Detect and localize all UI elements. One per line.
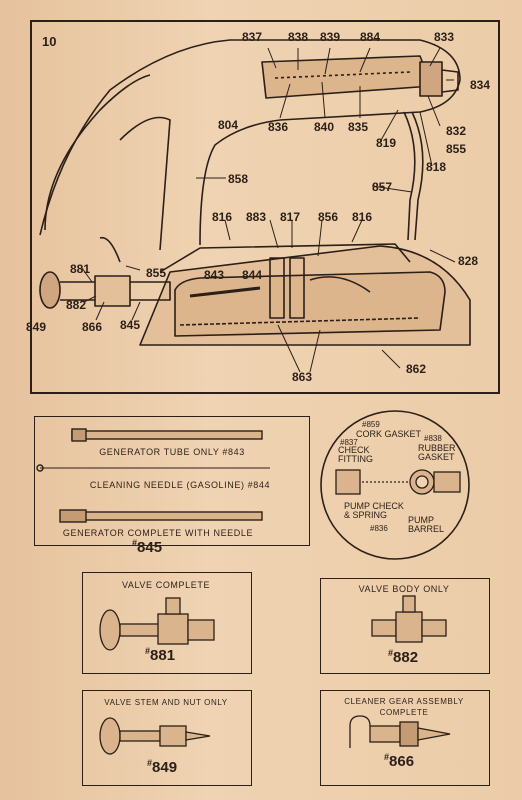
part-845-label: #845 — [132, 538, 163, 556]
callout-843: 843 — [204, 268, 225, 282]
callout-836: 836 — [268, 120, 289, 134]
pump-check-label: PUMP CHECK & SPRING — [344, 501, 404, 520]
callout-844: 844 — [242, 268, 263, 282]
pump-838-ref: #838 — [424, 434, 442, 443]
pump-837-ref: #837 — [340, 438, 358, 447]
part-845-number: 845 — [137, 539, 163, 556]
rubber-gasket-label: RUBBER GASKET — [418, 443, 456, 462]
part-882-number: 882 — [393, 649, 419, 666]
callout-840: 840 — [314, 120, 335, 134]
callout-866: 866 — [82, 320, 103, 334]
callout-818: 818 — [426, 160, 447, 174]
callout-835: 835 — [348, 120, 369, 134]
callout-858: 858 — [228, 172, 249, 186]
valve-complete-title: VALVE COMPLETE — [121, 580, 211, 590]
part-882-label: #882 — [388, 648, 419, 666]
callout-837: 837 — [242, 30, 263, 44]
cleaner-gear-title: CLEANER GEAR ASSEMBLY COMPLETE — [344, 697, 464, 717]
callout-816-left: 816 — [212, 210, 233, 224]
check-fitting-label: CHECK FITTING — [338, 445, 373, 464]
callout-832: 832 — [446, 124, 467, 138]
callout-883: 883 — [246, 210, 267, 224]
callout-884: 884 — [360, 30, 381, 44]
valve-complete-panel — [82, 572, 252, 674]
valve-body-title: VALVE BODY ONLY — [358, 584, 450, 594]
callout-882: 882 — [66, 298, 87, 312]
callout-845: 845 — [120, 318, 141, 332]
callout-804: 804 — [218, 118, 239, 132]
generator-complete-caption: GENERATOR COMPLETE WITH NEEDLE — [62, 528, 254, 538]
pump-836-ref: #836 — [370, 524, 388, 533]
pump-859-ref: #859 — [362, 420, 380, 429]
cleaning-needle-caption: CLEANING NEEDLE (GASOLINE) #844 — [89, 480, 271, 490]
iron-diagram-frame — [30, 20, 500, 394]
page-number: 10 — [42, 34, 57, 49]
valve-stem-title: VALVE STEM AND NUT ONLY — [104, 698, 228, 707]
callout-881: 881 — [70, 262, 91, 276]
callout-828: 828 — [458, 254, 479, 268]
callout-856: 856 — [318, 210, 339, 224]
callout-863: 863 — [292, 370, 313, 384]
callout-855-left: 855 — [146, 266, 167, 280]
part-849-label: #849 — [147, 758, 178, 776]
cleaner-gear-panel — [320, 690, 490, 786]
callout-816-right: 816 — [352, 210, 373, 224]
callout-833: 833 — [434, 30, 455, 44]
generator-tube-panel — [34, 416, 310, 546]
part-849-number: 849 — [152, 759, 178, 776]
part-866-label: #866 — [384, 752, 415, 770]
callout-838: 838 — [288, 30, 309, 44]
callout-839: 839 — [320, 30, 341, 44]
part-866-number: 866 — [389, 753, 415, 770]
part-881-number: 881 — [150, 647, 176, 664]
cork-gasket-label: CORK GASKET — [356, 429, 422, 439]
callout-817: 817 — [280, 210, 301, 224]
part-881-label: #881 — [145, 646, 176, 664]
callout-857: 857 — [372, 180, 393, 194]
callout-855-top: 855 — [446, 142, 467, 156]
callout-819: 819 — [376, 136, 397, 150]
callout-834: 834 — [470, 78, 491, 92]
generator-tube-caption: GENERATOR TUBE ONLY #843 — [99, 447, 245, 457]
callout-849: 849 — [26, 320, 47, 334]
valve-body-panel — [320, 578, 490, 674]
callout-862: 862 — [406, 362, 427, 376]
pump-barrel-label: PUMP BARREL — [408, 515, 445, 534]
valve-stem-panel — [82, 690, 252, 786]
